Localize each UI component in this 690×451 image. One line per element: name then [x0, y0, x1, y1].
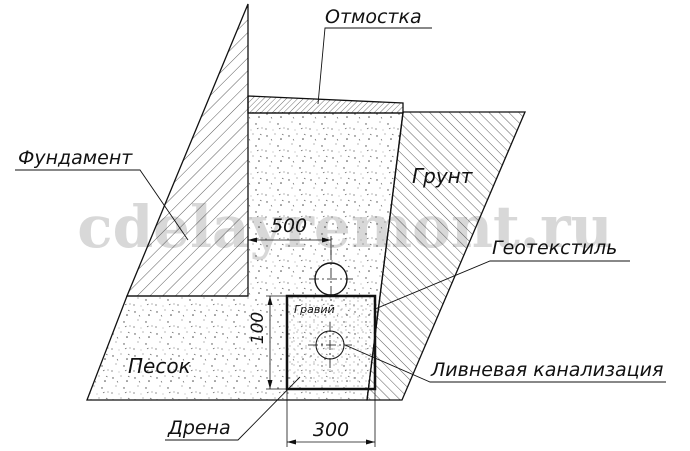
leader-geotekstil: [374, 260, 630, 310]
dim-300-arrow-right: [366, 439, 375, 445]
label-otmostka: Отмостка: [325, 6, 422, 28]
dim-100-arrow-bottom: [267, 380, 273, 389]
leader-livnevaya: [344, 344, 666, 383]
leader-drena: [165, 376, 301, 441]
leader-fundament: [15, 169, 189, 241]
label-pesok: Песок: [128, 354, 191, 378]
dim-300-arrow-left: [287, 439, 296, 445]
dim-300-value: 300: [313, 419, 349, 441]
foundation: [126, 3, 249, 297]
label-drena: Дрена: [167, 417, 231, 439]
label-gravii: Гравий: [294, 303, 335, 316]
dim-500-arrow-left: [248, 237, 257, 243]
dim-500-arrow-right: [322, 237, 331, 243]
label-geotekstil: Геотекстиль: [492, 237, 617, 259]
leader-otmostka: [317, 27, 432, 105]
label-fundament: Фундамент: [18, 147, 133, 169]
dim-100-arrow-top: [267, 296, 273, 305]
label-grunt: Грунт: [412, 164, 474, 188]
label-livnevaya: Ливневая канализация: [430, 359, 663, 381]
sand-outline: [86, 112, 404, 401]
dim-500-value: 500: [271, 215, 307, 237]
blind-area: [247, 95, 404, 114]
dim-100-value: 100: [248, 312, 268, 344]
